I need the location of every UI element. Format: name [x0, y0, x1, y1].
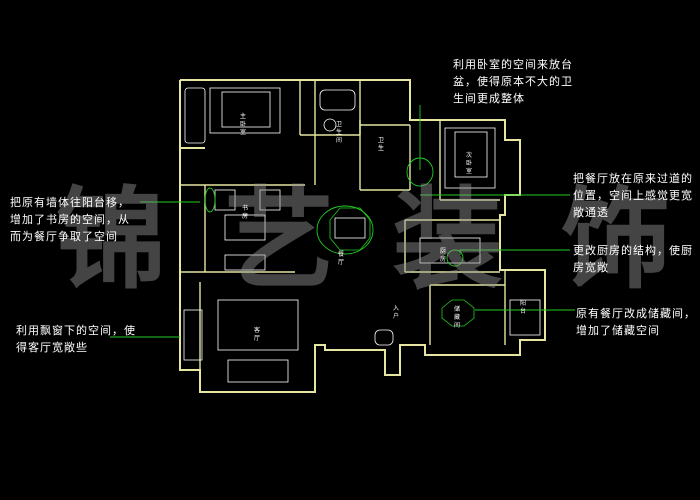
room-label-bathroom: 卫生间 [336, 121, 344, 144]
room-label-balcony: 阳台 [520, 300, 528, 315]
room-label-second-bedroom: 次卧室 [466, 152, 474, 175]
room-label-living: 客厅 [254, 327, 262, 342]
furniture [183, 87, 541, 383]
leader-lines [110, 105, 575, 338]
watermark: 锦 艺 装 饰 [56, 175, 681, 304]
room-label-storage: 储藏间 [454, 306, 462, 329]
room-label-master-bedroom: 主卧室 [240, 113, 248, 136]
room-label-kitchen: 厨房 [440, 248, 448, 263]
room-label-study: 书房 [242, 205, 250, 220]
annotation-left-bottom: 利用飘窗下的空间，使 得客厅宽敞些 [16, 324, 136, 354]
annotation-right-1: 把餐厅放在原来过道的 位置，空间上感觉更宽 敞通透 [573, 172, 693, 219]
room-label-dining: 餐厅 [338, 251, 346, 266]
outer-walls [179, 79, 546, 393]
annotation-right-2: 更改厨房的结构，使厨 房宽敞 [573, 244, 693, 274]
annotation-right-3: 原有餐厅改成储藏间， 增加了储藏空间 [576, 307, 696, 337]
room-label-entrance: 入户 [393, 305, 401, 320]
room-label-toilet: 卫生 [378, 137, 386, 152]
annotation-top: 利用卧室的空间来放台 盆，使得原本不大的卫 生间更成整体 [453, 58, 573, 105]
annotation-left-top: 把原有墙体往阳台移， 增加了书房的空间，从 而为餐厅争取了空间 [10, 196, 130, 243]
inner-walls [180, 80, 506, 370]
